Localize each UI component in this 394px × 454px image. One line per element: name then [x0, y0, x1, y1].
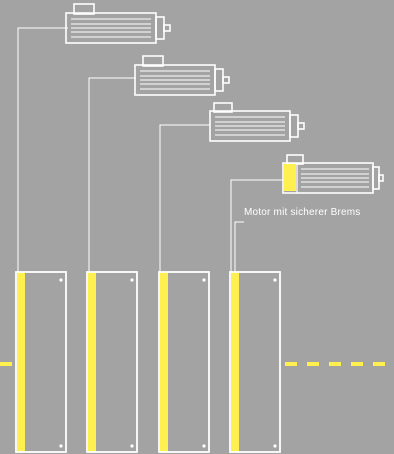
motor-3: [209, 102, 305, 142]
drive-module-3: [158, 271, 210, 453]
cable-1: [17, 27, 68, 272]
motor-4-safe-brake: [282, 154, 384, 194]
drive-module-1: [15, 271, 67, 453]
brake-highlight: [284, 164, 296, 191]
cable-3: [159, 124, 210, 272]
drive-module-4: [229, 271, 281, 453]
motor-1: [65, 3, 171, 44]
drive-module-2: [86, 271, 138, 453]
cable-2: [88, 77, 136, 272]
motor-2: [134, 55, 230, 96]
cable-4-secondary: [234, 221, 244, 272]
cable-4: [230, 179, 283, 272]
motor-caption: Motor mit sicherer Brems: [244, 207, 361, 218]
cables: [17, 27, 283, 272]
